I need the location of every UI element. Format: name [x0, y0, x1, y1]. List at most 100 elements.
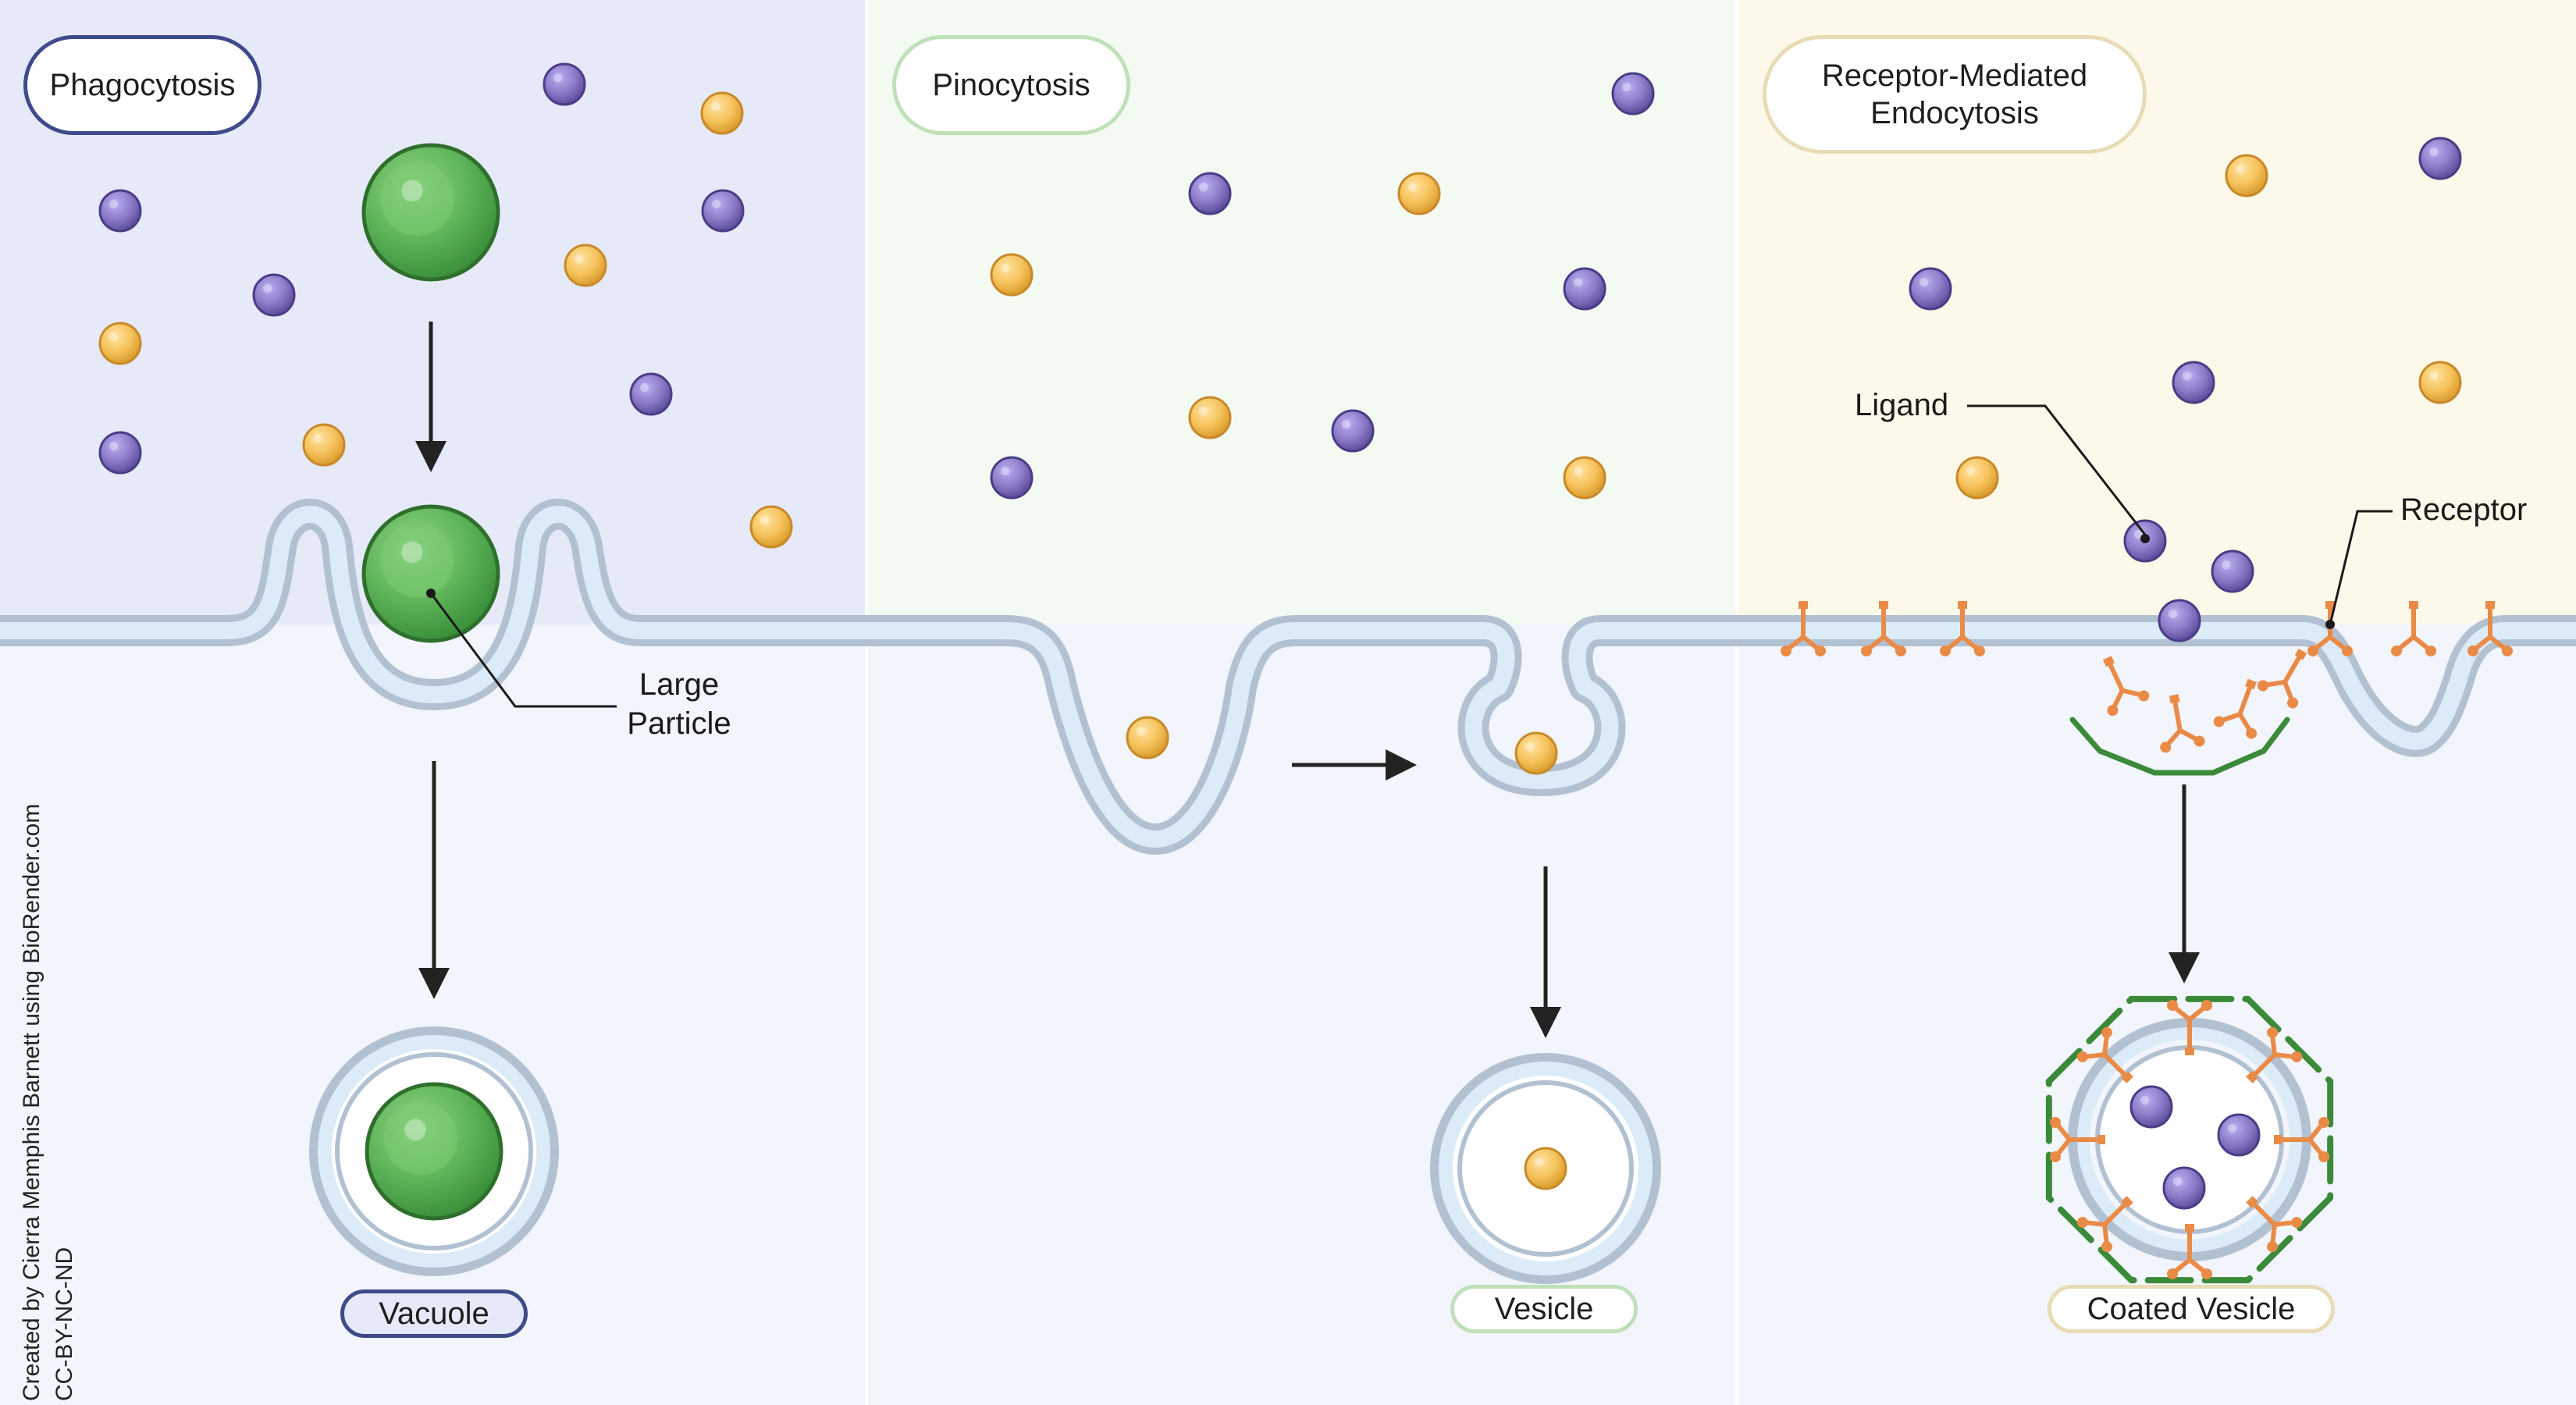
receptor-mediated-endocytosis-title: Receptor-Mediated Endocytosis: [1763, 35, 2147, 154]
credit-line-2: CC-BY-NC-ND: [52, 1247, 77, 1401]
receptor-head: [2245, 678, 2257, 690]
purple-molecule: [990, 456, 1034, 500]
receptor-arm: [1866, 635, 1885, 652]
receptor-leader: [2329, 510, 2393, 625]
receptor: [2467, 601, 2513, 656]
receptor-foot: [1974, 646, 1985, 656]
molecule-body: [2225, 154, 2268, 197]
molecule-highlight: [2428, 147, 2439, 157]
receptor-foot: [2201, 1268, 2212, 1279]
coated-vesicle-label: Coated Vesicle: [2048, 1285, 2335, 1333]
receptor-arm: [2489, 635, 2507, 652]
receptor-head: [1958, 601, 1967, 609]
large-particle-leader-dot: [426, 589, 436, 598]
purple-molecule: [98, 189, 142, 233]
particle-highlight: [401, 180, 423, 202]
receptor-head: [2169, 694, 2180, 704]
molecule-body: [1126, 716, 1169, 759]
clathrin-coat-segment: [2045, 1194, 2135, 1284]
receptor-head: [2102, 656, 2115, 667]
vacuole-membrane: [318, 1035, 550, 1268]
receptor-arm: [2473, 635, 2492, 652]
purple-molecule: [2418, 137, 2462, 180]
purple-molecule: [1188, 172, 1232, 215]
purple-molecule: [252, 273, 296, 317]
molecule-highlight: [109, 199, 119, 209]
receptor-arm: [2265, 679, 2286, 688]
receptor-foot: [2342, 646, 2353, 656]
vacuole-label: Vacuole: [340, 1289, 528, 1338]
particle-shine: [383, 1101, 458, 1176]
purple-molecule: [629, 372, 673, 416]
receptor-arm: [2329, 635, 2347, 652]
purple-molecule: [1611, 72, 1655, 116]
molecule-body: [2418, 137, 2462, 180]
receptor: [2391, 601, 2436, 656]
molecule-body: [564, 244, 607, 287]
receptor-arm: [2172, 1257, 2191, 1275]
purple-molecule: [543, 62, 586, 106]
molecule-body: [700, 91, 744, 135]
credit-text: Created by Cierra Memphis Barnett using …: [16, 804, 81, 1401]
plasma-membrane: [0, 498, 2576, 855]
receptor: [2076, 1026, 2133, 1083]
molecule-highlight: [1000, 263, 1010, 273]
molecule-highlight: [2235, 164, 2245, 174]
receptor-arm: [2274, 1220, 2295, 1227]
molecule-highlight: [639, 382, 649, 393]
molecule-body: [1397, 172, 1441, 215]
receptor-foot: [1861, 646, 1872, 656]
molecule-highlight: [710, 101, 720, 112]
orange-molecule: [1397, 172, 1441, 215]
receptor-foot: [2138, 690, 2150, 702]
clathrin-coat-segment: [2045, 995, 2135, 1085]
particle-shine: [380, 523, 455, 598]
receptor-annotation: Receptor: [2400, 493, 2528, 527]
particle-highlight: [401, 541, 423, 564]
receptor-foot: [2194, 735, 2205, 747]
receptor-head: [1879, 601, 1888, 609]
orange-molecule: [1188, 396, 1232, 439]
purple-molecule: [2129, 1085, 2173, 1129]
molecule-highlight: [553, 73, 563, 83]
receptor-foot: [1781, 646, 1791, 656]
molecule-highlight: [2172, 1176, 2183, 1186]
receptor-arm: [2122, 688, 2143, 698]
purple-molecule: [2158, 599, 2201, 642]
receptor-head: [2121, 1196, 2133, 1208]
receptor-foot: [2291, 1051, 2303, 1062]
particle-highlight: [404, 1119, 426, 1141]
receptor-foot: [1895, 646, 1906, 656]
receptor-foot: [2318, 1117, 2329, 1128]
receptor-head: [2325, 601, 2335, 609]
molecule-body: [2158, 599, 2201, 642]
receptor-arm: [2237, 713, 2253, 733]
receptor-head: [2246, 1071, 2258, 1083]
clathrin-segment: [2261, 717, 2290, 754]
receptor-arm: [2307, 1122, 2325, 1141]
receptor-arm: [2220, 712, 2241, 724]
molecule-body: [98, 322, 142, 365]
receptor-head: [2409, 601, 2418, 609]
receptor-head: [2185, 1224, 2194, 1232]
ligand-leader-dot: [2140, 534, 2150, 543]
membrane-inner: [0, 505, 2576, 848]
molecule-highlight: [1573, 466, 1583, 476]
receptor-foot: [2201, 1000, 2212, 1011]
orange-molecule: [2225, 154, 2268, 197]
molecule-highlight: [1525, 742, 1535, 752]
molecule-highlight: [1573, 277, 1583, 287]
receptor-head: [2185, 1048, 2194, 1055]
receptor-arm: [2179, 728, 2199, 742]
molecule-highlight: [1534, 1157, 1544, 1167]
phagocytosis-title: Phagocytosis: [23, 35, 262, 135]
receptor-foot: [2101, 1241, 2112, 1253]
molecule-body: [252, 273, 296, 317]
receptor: [2246, 1026, 2303, 1083]
clathrin-coat-segment: [2244, 995, 2334, 1085]
receptor-foot: [2391, 646, 2402, 656]
purple-molecule: [1331, 409, 1375, 453]
orange-molecule: [1955, 456, 1999, 500]
receptor-foot: [2160, 742, 2172, 753]
molecule-body: [98, 431, 142, 475]
